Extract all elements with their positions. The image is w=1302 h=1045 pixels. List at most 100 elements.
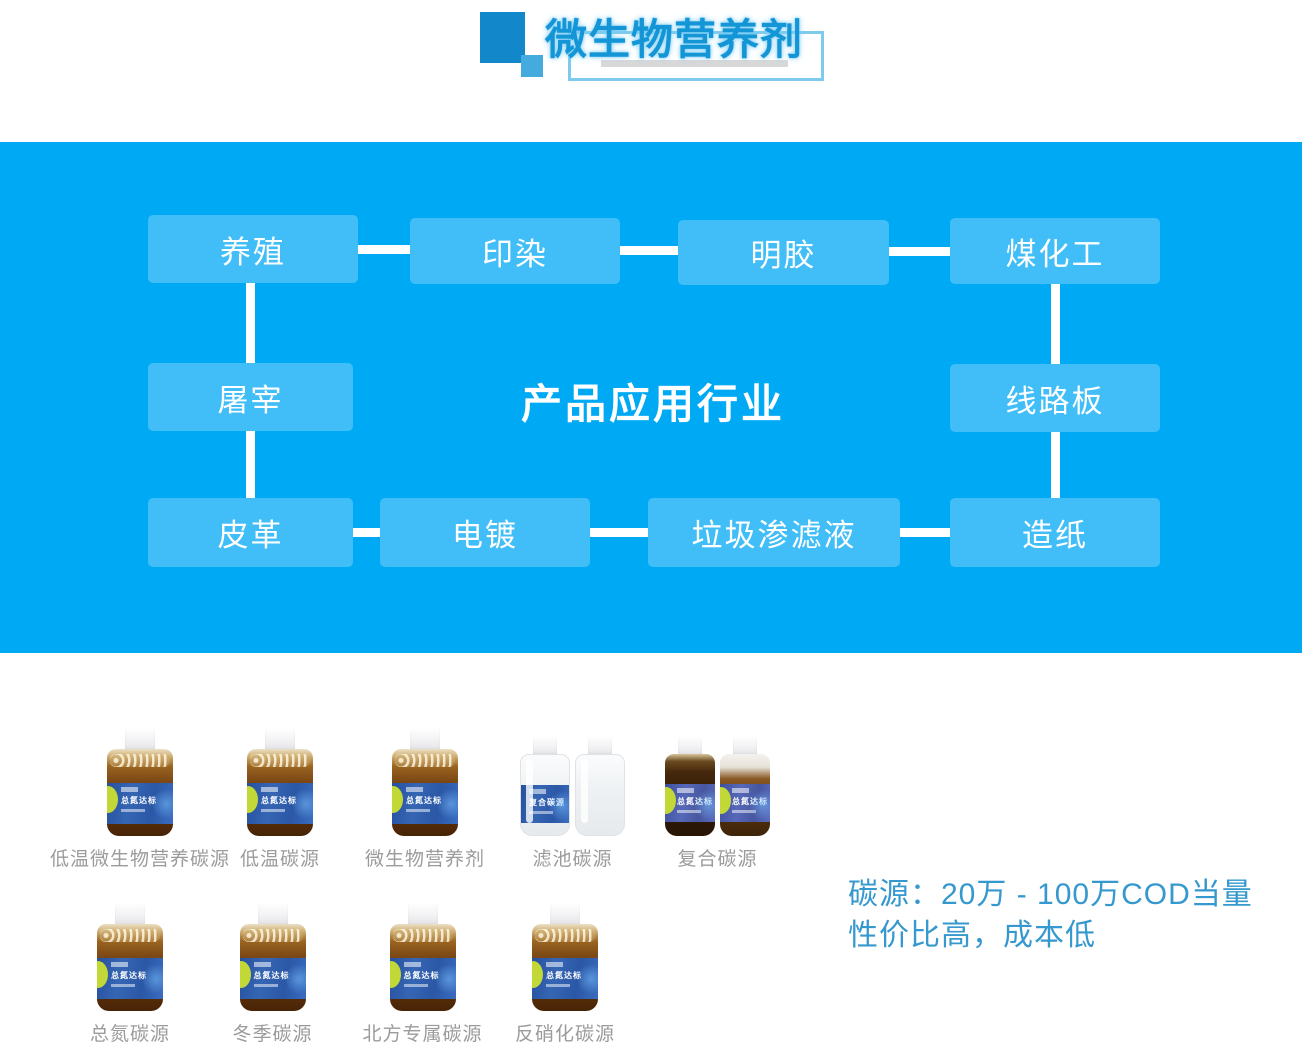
industry-box-breeding: 养殖	[148, 215, 358, 283]
connector-line	[246, 431, 255, 498]
title-underline-bar	[601, 60, 788, 67]
bottle-cap	[265, 728, 295, 751]
lime-accent-icon	[392, 786, 403, 813]
industry-box-electroplating: 电镀	[380, 498, 590, 567]
industry-label: 煤化工	[1005, 236, 1105, 272]
bottle-label: 总氮达标	[665, 784, 715, 822]
brand-mark	[546, 962, 563, 967]
label-subline	[406, 809, 430, 812]
product-name: 低温微生物营养碳源	[49, 849, 230, 870]
bottle-body: 总氮达标	[97, 924, 163, 1011]
bottle-label-text: 总氮达标	[546, 971, 582, 980]
brand-mark	[253, 962, 271, 967]
connector-line	[620, 246, 678, 255]
bottle-cap	[733, 736, 757, 756]
bottle-body: 总氮达标	[239, 924, 306, 1011]
bottle-label: 总氮达标	[247, 783, 313, 824]
product-photo: 总氮达标	[205, 726, 355, 836]
bottle-image: 总氮达标	[239, 903, 307, 1011]
title-accent-small-square-icon	[521, 55, 543, 77]
bottle-label-text: 总氮达标	[403, 971, 440, 980]
lime-accent-icon	[532, 961, 543, 988]
label-subline	[253, 984, 278, 987]
bottle-label: 总氮达标	[107, 783, 173, 824]
callout-line2: 性价比高，成本低	[848, 919, 1096, 952]
product-photo: 复合碳源	[495, 726, 650, 836]
bottle-label: 总氮达标	[392, 783, 458, 824]
bottle-body: 总氮达标	[720, 754, 770, 836]
product-photo: 总氮达标 总氮达标	[645, 726, 790, 836]
product-card: 复合碳源 滤池碳源	[495, 726, 650, 871]
bottle-label: 总氮达标	[239, 958, 306, 999]
industry-label: 皮革	[217, 518, 284, 553]
bottle-image: 总氮达标	[391, 728, 459, 836]
bottle-label: 复合碳源	[521, 785, 569, 823]
bottle-body: 总氮达标	[665, 754, 715, 836]
industry-box-slaughter: 屠宰	[148, 363, 353, 431]
industry-box-papermaking: 造纸	[950, 498, 1160, 567]
product-card: 总氮达标 总氮达标 复合碳源	[645, 726, 790, 871]
bottle-image: 总氮达标	[389, 903, 457, 1011]
bottle-cap	[550, 903, 580, 926]
product-photo: 总氮达标	[335, 901, 510, 1011]
product-photo: 总氮达标	[480, 901, 650, 1011]
brand-mark	[406, 787, 423, 792]
product-name: 低温碳源	[239, 849, 320, 870]
bottle-label: 总氮达标	[389, 958, 456, 999]
label-subline	[403, 984, 428, 987]
industry-label: 屠宰	[217, 382, 284, 418]
product-card: 总氮达标 北方专属碳源	[335, 901, 510, 1045]
product-card: 总氮达标 总氮碳源	[50, 901, 210, 1045]
brand-mark	[261, 787, 278, 792]
product-name: 滤池碳源	[532, 849, 613, 870]
bottle-label: 总氮达标	[532, 958, 598, 999]
bottle-image: 总氮达标	[664, 736, 716, 836]
bottle-label-text: 总氮达标	[111, 971, 147, 980]
bottle-image: 总氮达标	[246, 728, 314, 836]
product-card: 总氮达标 低温碳源	[205, 726, 355, 871]
industry-box-landfill-leachate: 垃圾渗滤液	[648, 498, 900, 567]
brand-mark	[121, 787, 138, 792]
product-photo: 总氮达标	[50, 901, 210, 1011]
industry-box-gelatin: 明胶	[678, 220, 889, 285]
connector-line	[900, 528, 950, 537]
bottle-image: 总氮达标	[719, 736, 771, 836]
connector-line	[353, 528, 380, 537]
industry-label: 造纸	[1022, 518, 1088, 553]
bottle-image: 总氮达标	[531, 903, 599, 1011]
label-subline	[732, 810, 756, 813]
bottle-body: 复合碳源	[520, 754, 570, 836]
page-title: 微生物营养剂	[545, 16, 804, 63]
bottle-cap	[678, 736, 702, 756]
connector-line	[358, 245, 410, 254]
industry-label: 垃圾渗滤液	[691, 518, 857, 553]
bottle-cap	[407, 903, 438, 926]
bottle-image: 总氮达标	[96, 903, 164, 1011]
bottle-image	[574, 736, 626, 836]
industry-box-circuit-board: 线路板	[950, 364, 1160, 432]
industry-box-leather: 皮革	[148, 498, 353, 567]
product-name: 微生物营养剂	[364, 849, 485, 870]
connector-line	[1051, 284, 1060, 364]
title-accent-square-icon	[480, 12, 525, 63]
bottle-label: 总氮达标	[720, 784, 770, 822]
product-photo: 总氮达标	[40, 726, 240, 836]
product-photo: 总氮达标	[345, 726, 505, 836]
bottle-cap	[257, 903, 288, 926]
bottle-label-text: 总氮达标	[677, 797, 713, 806]
connector-line	[1051, 432, 1060, 498]
bottle-image: 总氮达标	[106, 728, 174, 836]
connector-line	[889, 247, 950, 256]
product-name: 总氮碳源	[89, 1024, 170, 1045]
brand-mark	[732, 788, 749, 793]
bottle-body: 总氮达标	[532, 924, 598, 1011]
bottle-cap	[588, 736, 612, 756]
label-subline	[677, 810, 701, 813]
bottle-cap	[115, 903, 145, 926]
lime-accent-icon	[107, 786, 118, 813]
connector-line	[590, 528, 648, 537]
brand-mark	[403, 962, 421, 967]
lime-accent-icon	[97, 961, 108, 988]
industry-label: 电镀	[452, 518, 518, 553]
